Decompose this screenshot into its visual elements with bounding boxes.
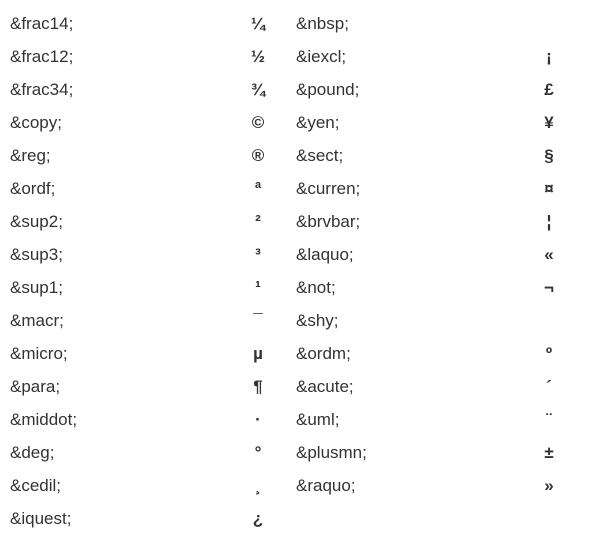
entity-glyph-left: ¯ <box>253 311 263 330</box>
entity-code-left: &macr; <box>10 311 64 330</box>
entity-code-right: &plusmn; <box>296 443 367 462</box>
table-row: &frac12; ½ &iexcl; ¡ <box>0 40 592 73</box>
table-row: &frac14; ¼ &nbsp; <box>0 7 592 40</box>
entity-glyph-left: ° <box>254 443 262 462</box>
entity-code-left: &deg; <box>10 443 55 462</box>
table-row: &micro; µ &ordm; º <box>0 337 592 370</box>
entity-glyph-left: ¸ <box>255 476 261 495</box>
table-row: &deg; ° &plusmn; ± <box>0 436 592 469</box>
entity-glyph-right <box>537 304 561 337</box>
entity-glyph-left: ¿ <box>252 509 264 528</box>
entity-glyph-right: ¤ <box>544 179 554 198</box>
entity-code-left: &sup3; <box>10 245 63 264</box>
table-row: &middot; · &uml; ¨ <box>0 403 592 436</box>
entity-code-left: &sup2; <box>10 212 63 231</box>
entity-glyph-right <box>537 7 561 40</box>
entity-code-right: &nbsp; <box>296 14 349 33</box>
table-row: &copy; © &yen; ¥ <box>0 106 592 139</box>
entity-glyph-left: © <box>251 113 265 132</box>
entity-code-left: &reg; <box>10 146 51 165</box>
entity-glyph-left: ¶ <box>253 377 263 396</box>
entity-code-left: &middot; <box>10 410 78 429</box>
entity-code-right: &shy; <box>296 311 339 330</box>
entity-glyph-left: ½ <box>250 47 266 66</box>
entity-glyph-right: § <box>544 146 554 165</box>
entity-glyph-right: º <box>545 344 553 363</box>
entity-glyph-left: ² <box>255 212 261 231</box>
table-row: &cedil; ¸ &raquo; » <box>0 469 592 502</box>
entity-glyph-right: ± <box>544 443 554 462</box>
entity-glyph-left: ª <box>254 179 262 198</box>
entity-glyph-right: « <box>544 245 554 264</box>
entity-glyph-left: · <box>255 410 261 429</box>
entity-glyph-right <box>537 502 561 535</box>
entity-code-left: &cedil; <box>10 476 62 495</box>
entity-glyph-left: ® <box>251 146 265 165</box>
table-row: &sup3; ³ &laquo; « <box>0 238 592 271</box>
entity-code-right: &yen; <box>296 113 340 132</box>
entity-glyph-right: ¨ <box>546 410 552 429</box>
entity-code-right: &iexcl; <box>296 47 347 66</box>
table-row: &sup2; ² &brvbar; ¦ <box>0 205 592 238</box>
table-row: &reg; ® &sect; § <box>0 139 592 172</box>
entity-code-left: &sup1; <box>10 278 63 297</box>
table-row: &frac34; ¾ &pound; £ <box>0 73 592 106</box>
entity-glyph-left: ¹ <box>255 278 261 297</box>
table-row: &sup1; ¹ &not; ¬ <box>0 271 592 304</box>
entity-code-left: &micro; <box>10 344 68 363</box>
entity-code-right: &brvbar; <box>296 212 361 231</box>
entity-code-right: &raquo; <box>296 476 356 495</box>
entity-glyph-right: ´ <box>546 377 552 396</box>
entity-code-left: &iquest; <box>10 509 72 528</box>
entity-glyph-right: £ <box>544 80 554 99</box>
table-row: &macr; ¯ &shy; <box>0 304 592 337</box>
entity-code-left: &frac12; <box>10 47 74 66</box>
entity-code-right: &curren; <box>296 179 361 198</box>
entity-code-left: &frac14; <box>10 14 74 33</box>
entity-glyph-right: ¦ <box>546 212 552 231</box>
entity-code-right: &pound; <box>296 80 360 99</box>
entity-code-right: &ordm; <box>296 344 351 363</box>
entity-glyph-right: » <box>544 476 554 495</box>
entity-code-right: &uml; <box>296 410 340 429</box>
table-row: &ordf; ª &curren; ¤ <box>0 172 592 205</box>
entity-glyph-right: ¥ <box>544 113 554 132</box>
entity-code-left: &para; <box>10 377 61 396</box>
table-row: &para; ¶ &acute; ´ <box>0 370 592 403</box>
entity-glyph-left: ³ <box>255 245 261 264</box>
entity-code-left: &ordf; <box>10 179 56 198</box>
entity-code-left: &copy; <box>10 113 62 132</box>
entity-glyph-right: ¡ <box>546 47 552 66</box>
entity-code-right: &sect; <box>296 146 344 165</box>
entity-code-left: &frac34; <box>10 80 74 99</box>
entity-code-right: &acute; <box>296 377 354 396</box>
entity-code-right: &laquo; <box>296 245 354 264</box>
entity-glyph-right: ¬ <box>544 278 554 297</box>
entity-code-right: &not; <box>296 278 336 297</box>
entity-glyph-left: ¼ <box>250 14 266 33</box>
entity-glyph-left: ¾ <box>250 80 266 99</box>
table-row: &iquest; ¿ <box>0 502 592 535</box>
entity-glyph-left: µ <box>253 344 263 363</box>
